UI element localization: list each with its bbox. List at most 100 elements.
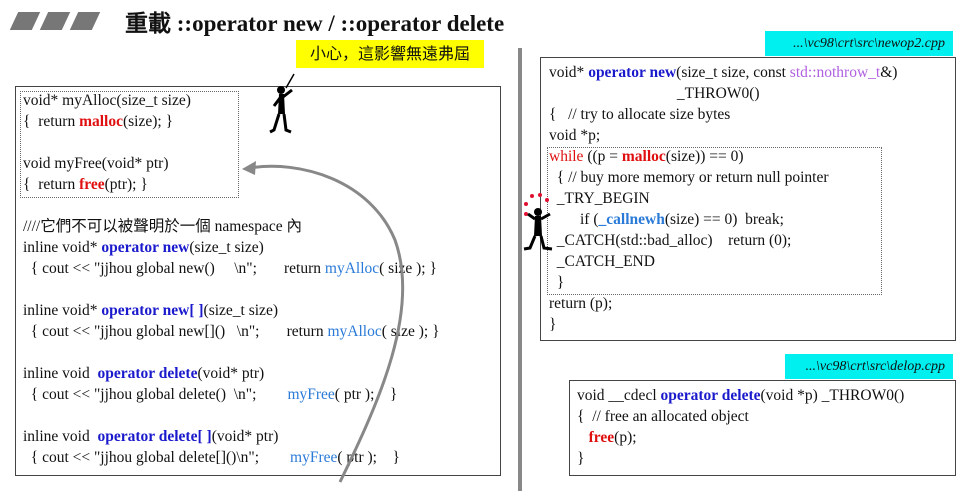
code-token: { return xyxy=(23,113,80,130)
code-token: { // free an allocated object xyxy=(577,408,749,425)
code-token: (size)) == 0) xyxy=(665,148,744,165)
code-token: { return xyxy=(23,176,80,193)
code-token: (ptr); } xyxy=(104,176,148,193)
code-line: { return free(ptr); } xyxy=(23,174,440,195)
code-token: return (p); xyxy=(549,295,613,312)
code-token: { // try to allocate size bytes xyxy=(549,106,731,123)
code-line: return (p); xyxy=(549,293,897,314)
code-token: (size_t size) xyxy=(189,239,264,256)
code-token: { // buy more memory or return null poin… xyxy=(549,169,829,186)
code-token: operator new[ ] xyxy=(101,302,204,319)
code-token: operator new xyxy=(101,239,190,256)
code-token: free xyxy=(79,176,105,193)
code-token: { cout << "jjhou global new[]() \n"; ret… xyxy=(23,323,328,340)
operator-delete-code-box xyxy=(569,380,956,476)
stick-figure-icon xyxy=(269,73,295,134)
code-token: ////它們不可以被聲明於一個 namespace 內 xyxy=(23,218,302,235)
code-token: (size); } xyxy=(122,113,174,130)
code-line: void* operator new(size_t size, const st… xyxy=(549,62,897,83)
code-line: } xyxy=(577,448,904,469)
code-line: { cout << "jjhou global delete() \n"; my… xyxy=(23,384,440,405)
code-token: inline void xyxy=(23,428,98,445)
code-token: if ( xyxy=(549,211,599,228)
code-token: (void* ptr) xyxy=(197,365,265,382)
code-token: myAlloc xyxy=(324,260,380,277)
code-token: _CATCH(std::bad_alloc) return (0); xyxy=(549,232,792,249)
code-token: void *p; xyxy=(549,127,601,144)
alloc-helpers-highlight xyxy=(20,91,239,198)
code-token: operator delete xyxy=(660,387,761,404)
code-line: { return malloc(size); } xyxy=(23,111,440,132)
divider xyxy=(518,48,522,491)
while-loop-highlight xyxy=(547,147,882,295)
code-token: _THROW0() xyxy=(549,85,760,102)
code-line: void myFree(void* ptr) xyxy=(23,153,440,174)
code-token: (size_t size, const xyxy=(676,64,790,81)
code-token: (void *p) _THROW0() xyxy=(760,387,905,404)
file-path-delop: ...\vc98\crt\src\delop.cpp xyxy=(785,354,953,379)
warning-note: 小心，這影響無遠弗屆 xyxy=(296,40,484,68)
operator-new-code-box xyxy=(540,57,956,341)
code-line: _THROW0() xyxy=(549,83,897,104)
code-line: if (_callnewh(size) == 0) break; xyxy=(549,209,897,230)
code-line: inline void operator delete(void* ptr) xyxy=(23,363,440,384)
code-token: _callnewh xyxy=(598,211,665,228)
page-title: 重載 ::operator new / ::operator delete xyxy=(125,11,505,36)
code-line: inline void operator delete[ ](void* ptr… xyxy=(23,426,440,447)
code-token: myFree xyxy=(287,386,335,403)
code-token: inline void xyxy=(23,365,98,382)
code-token: myAlloc xyxy=(327,323,382,340)
code-token: void* xyxy=(549,64,589,81)
code-token: } xyxy=(549,316,557,333)
code-token: ( ptr ); } xyxy=(334,386,398,403)
left-code: void* myAlloc(size_t size) { return mallo… xyxy=(23,90,440,468)
code-line: _CATCH(std::bad_alloc) return (0); xyxy=(549,230,897,251)
code-token: _TRY_BEGIN xyxy=(549,190,650,207)
code-line: free(p); xyxy=(577,427,904,448)
code-line: _CATCH_END xyxy=(549,251,897,272)
code-token: } xyxy=(577,450,585,467)
code-token: myFree xyxy=(290,449,338,466)
delop-code: void __cdecl operator delete(void *p) _T… xyxy=(577,385,904,469)
code-token: (size_t size) xyxy=(203,302,278,319)
code-token: ((p = xyxy=(583,148,622,165)
code-token: void __cdecl xyxy=(577,387,661,404)
code-token: free xyxy=(588,429,615,446)
code-line: } xyxy=(549,314,897,335)
code-token: (size) == 0) break; xyxy=(664,211,784,228)
file-path-newop2: ...\vc98\crt\src\newop2.cpp xyxy=(765,31,953,56)
code-line: while ((p = malloc(size)) == 0) xyxy=(549,146,897,167)
code-token: operator new xyxy=(588,64,677,81)
code-line: void __cdecl operator delete(void *p) _T… xyxy=(577,385,904,406)
code-token: std::nothrow_t xyxy=(789,64,881,81)
code-token: operator delete xyxy=(97,365,198,382)
code-token: { cout << "jjhou global new() \n"; retur… xyxy=(23,260,325,277)
newop-code: void* operator new(size_t size, const st… xyxy=(549,62,897,335)
code-token xyxy=(577,429,589,446)
code-token: (void* ptr) xyxy=(211,428,279,445)
global-overload-code-box xyxy=(15,86,501,476)
code-line: inline void* operator new[ ](size_t size… xyxy=(23,300,440,321)
code-token: malloc xyxy=(621,148,666,165)
code-line: { // buy more memory or return null poin… xyxy=(549,167,897,188)
code-line: } xyxy=(549,272,897,293)
code-token: inline void* xyxy=(23,302,102,319)
code-line: _TRY_BEGIN xyxy=(549,188,897,209)
code-token: _CATCH_END xyxy=(549,253,655,270)
code-token: } xyxy=(549,274,565,291)
code-line: void* myAlloc(size_t size) xyxy=(23,90,440,111)
code-token: { cout << "jjhou global delete[]()\n"; xyxy=(23,449,291,466)
code-token: operator delete[ ] xyxy=(97,428,212,445)
code-token: void myFree(void* ptr) xyxy=(23,155,169,172)
code-line: void *p; xyxy=(549,125,897,146)
juggling-figure-icon xyxy=(523,193,553,251)
code-token: (p); xyxy=(614,429,637,446)
code-line: inline void* operator new(size_t size) xyxy=(23,237,440,258)
code-token: inline void* xyxy=(23,239,102,256)
code-line: { cout << "jjhou global delete[]()\n"; m… xyxy=(23,447,440,468)
code-token: void* myAlloc(size_t size) xyxy=(23,92,191,109)
code-line: { // try to allocate size bytes xyxy=(549,104,897,125)
code-token: while xyxy=(549,148,584,165)
code-line: { // free an allocated object xyxy=(577,406,904,427)
